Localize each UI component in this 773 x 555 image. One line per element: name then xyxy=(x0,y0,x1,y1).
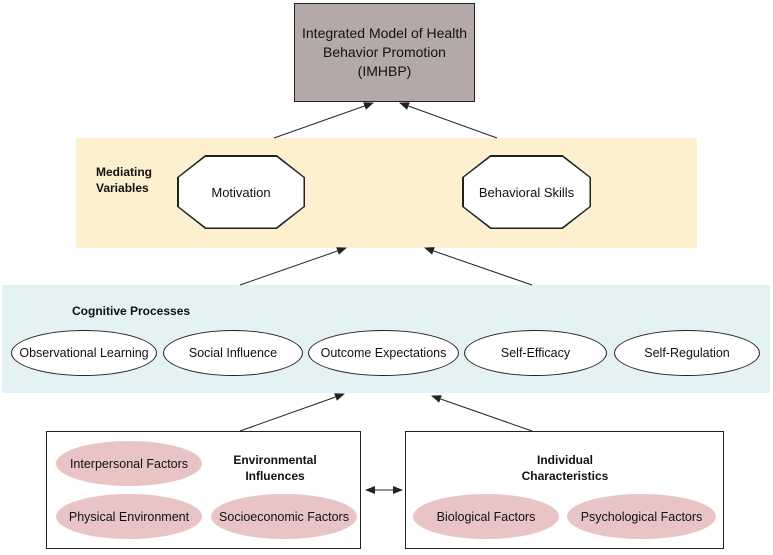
cognitive-processes-title: Cognitive Processes xyxy=(72,304,191,318)
mediating-variables-title: Mediating Variables xyxy=(96,164,186,196)
individual-title-line-2: Characteristics xyxy=(521,469,609,483)
environmental-title-line-1: Environmental xyxy=(233,453,317,467)
arrow-environmental-to-cognitive xyxy=(239,393,345,432)
motivation-node: Motivation xyxy=(177,155,305,229)
model-title-line-1: Integrated Model of Health xyxy=(302,25,467,41)
outcome-expectations-node: Outcome Expectations xyxy=(308,330,459,376)
model-title-line-2: Behavior Promotion xyxy=(323,44,446,60)
environmental-title-line-2: Influences xyxy=(245,469,305,483)
self-regulation-node: Self-Regulation xyxy=(614,330,760,376)
socioeconomic-factors-node: Socioeconomic Factors xyxy=(211,494,357,539)
psychological-factors-node: Psychological Factors xyxy=(567,494,716,539)
environmental-influences-title: Environmental Influences xyxy=(230,452,320,484)
mediating-title-line-1: Mediating xyxy=(96,165,152,179)
behavioral-skills-label: Behavioral Skills xyxy=(463,156,590,228)
physical-environment-node: Physical Environment xyxy=(56,494,202,539)
arrow-individual-to-cognitive xyxy=(431,395,533,432)
individual-characteristics-title: Individual Characteristics xyxy=(505,452,625,484)
arrow-cognitive-to-mediating-left xyxy=(239,247,347,286)
model-title-box: Integrated Model of Health Behavior Prom… xyxy=(294,3,475,102)
biological-factors-node: Biological Factors xyxy=(413,494,559,539)
arrow-cognitive-to-mediating-right xyxy=(424,247,533,286)
mediating-title-line-2: Variables xyxy=(96,181,149,195)
interpersonal-factors-node: Interpersonal Factors xyxy=(56,441,202,486)
individual-title-line-1: Individual xyxy=(536,453,593,467)
model-title-line-3: (IMHBP) xyxy=(357,63,412,79)
behavioral-skills-node: Behavioral Skills xyxy=(462,155,591,229)
observational-learning-node: Observational Learning xyxy=(11,330,157,376)
social-influence-node: Social Influence xyxy=(163,330,303,376)
arrow-mediating-to-title-left xyxy=(273,102,374,139)
motivation-label: Motivation xyxy=(178,156,304,228)
self-efficacy-node: Self-Efficacy xyxy=(464,330,607,376)
arrow-mediating-to-title-right xyxy=(399,102,498,139)
